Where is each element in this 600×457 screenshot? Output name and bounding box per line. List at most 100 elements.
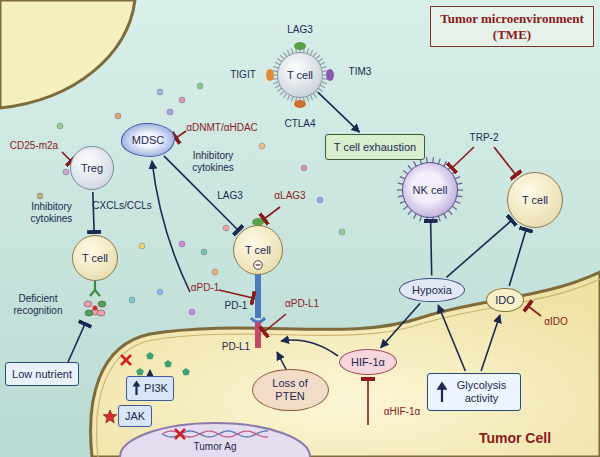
node-label: Glycolysis activity — [451, 379, 513, 404]
up-arrow-head — [133, 381, 141, 387]
inhibition-connector — [509, 230, 526, 286]
condition-box: Glycolysis activity — [427, 373, 521, 411]
t-cell: T cell — [233, 225, 283, 275]
cytokine-dot — [179, 241, 185, 247]
node-label: Hypoxia — [412, 284, 452, 297]
node-label: Treg — [81, 162, 103, 175]
hif-arrow — [281, 340, 338, 356]
receptor-name: TIGIT — [230, 69, 256, 81]
mhc-complex — [85, 310, 93, 316]
tigit-receptor — [266, 69, 274, 81]
drug-inhibition — [176, 131, 186, 138]
drug-name: αLAG3 — [274, 190, 305, 202]
drug-name: αPD-L1 — [285, 298, 319, 310]
drug-name: αDNMT/αHDAC — [186, 122, 258, 134]
trp2-inhibition — [494, 147, 516, 175]
up-arrow-icon — [132, 380, 141, 396]
arrow-connector — [318, 92, 359, 132]
factor-ellipse: Loss of PTEN — [252, 369, 329, 412]
exhausted-t-cell: T cell — [277, 52, 323, 98]
receptor-name: PD-1 — [225, 300, 248, 312]
factor-ellipse: HIF-1α — [339, 349, 397, 375]
ctla4-receptor — [294, 100, 306, 108]
node-label: T cell — [82, 252, 108, 265]
edge-label: Inhibitory cytokines — [185, 150, 241, 173]
antigen-peptide — [146, 352, 154, 359]
region-name: Tumor Cell — [479, 430, 551, 446]
node-label: JAK — [125, 410, 145, 423]
node-label: T cell — [287, 69, 313, 82]
mhc-complex — [97, 310, 105, 316]
pd1-head — [251, 318, 265, 322]
antigen-peptide — [182, 368, 190, 375]
drug-name: αHIF-1α — [384, 406, 421, 418]
antigen-peptide — [164, 360, 172, 367]
receptor-name: LAG3 — [217, 190, 243, 202]
antigen-peptide — [136, 368, 144, 375]
inhibition-connector — [93, 192, 94, 232]
cytokine-dot — [157, 89, 163, 95]
title-box: Tumor microenvironment (TME) — [430, 6, 594, 47]
node-label: NK cell — [413, 184, 448, 197]
drug-inhibition — [62, 152, 71, 161]
cytokine-dot — [317, 197, 323, 203]
node-label: T cell exhaustion — [334, 141, 416, 154]
drug-inhibition — [264, 314, 286, 332]
arrow-connector — [438, 305, 465, 371]
lag3-receptor — [294, 42, 306, 50]
factor-name: TRP-2 — [470, 132, 499, 144]
cytokine-dot — [167, 109, 173, 115]
cytokine-dot — [157, 289, 163, 295]
mhc-complex — [98, 301, 106, 307]
cytokine-dot — [37, 193, 43, 199]
tim3-receptor — [326, 69, 334, 81]
up-arrow-icon — [436, 381, 448, 403]
tcr-receptor — [90, 281, 100, 296]
ligand-name: PD-L1 — [222, 341, 250, 353]
factor-ellipse: Hypoxia — [399, 278, 464, 303]
antigen-name: Tumor Ag — [194, 441, 237, 453]
minus-line — [256, 264, 261, 265]
arrow-connector — [381, 303, 421, 347]
signal-box: PI3K — [126, 376, 175, 401]
drug-inhibition — [367, 379, 369, 425]
inhibition-connector — [447, 220, 512, 277]
arrow-connector — [481, 315, 500, 371]
block-mark — [175, 429, 185, 439]
node-label: MDSC — [132, 134, 164, 147]
drug-name: CD25-m2a — [10, 140, 58, 152]
cytokine-dot — [259, 143, 265, 149]
tumor-cell-corner — [0, 0, 135, 108]
chemokine-arrow — [152, 161, 190, 292]
receptor-name: CTLA4 — [284, 118, 315, 130]
nutrient-inhibition — [68, 324, 85, 362]
drug-name: αPD-1 — [191, 282, 220, 294]
node-label: PI3K — [144, 382, 168, 395]
condition-box: Low nutrient — [5, 362, 80, 386]
node-label: T cell — [522, 194, 548, 207]
drug-inhibition — [264, 207, 280, 219]
inhibited-sign — [253, 260, 263, 270]
note: Deficient recognition — [7, 293, 69, 316]
drug-inhibition — [219, 290, 253, 298]
mhc-complex — [84, 301, 92, 307]
cytokine-dot — [139, 243, 145, 249]
treg-cell: Treg — [70, 146, 114, 190]
cytokine-dot — [201, 249, 207, 255]
cytokine-dot — [223, 225, 229, 231]
node-label: T cell — [245, 244, 271, 257]
antigen-center — [93, 306, 98, 311]
up-arrow-head — [436, 382, 447, 390]
cytokine-dot — [212, 269, 218, 275]
up-arrow — [440, 389, 442, 402]
node-label: Loss of PTEN — [266, 377, 314, 402]
node-label: Low nutrient — [12, 368, 72, 381]
pd1-receptor — [255, 274, 261, 318]
mdsc-cell: MDSC — [121, 123, 176, 157]
factor-ellipse: IDO — [486, 288, 524, 313]
block-mark — [121, 355, 131, 365]
outcome-box: T cell exhaustion — [325, 134, 424, 160]
cytokine-dot — [189, 309, 195, 315]
cytokine-dot — [57, 123, 63, 129]
